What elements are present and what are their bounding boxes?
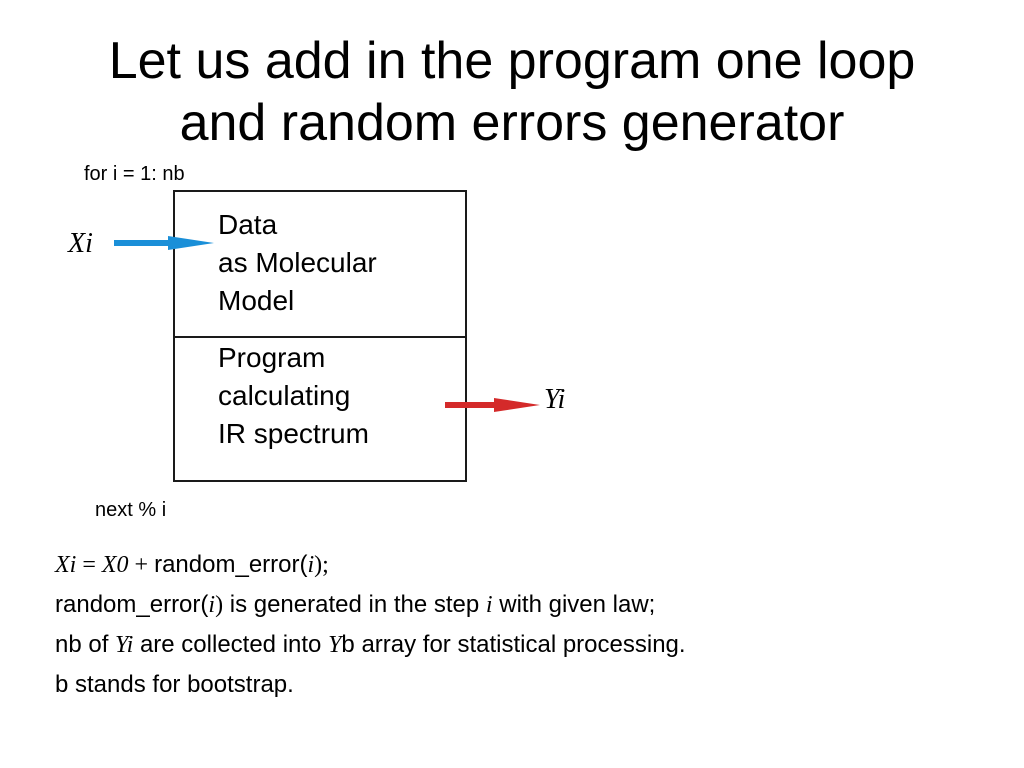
data-block-line-2: as Molecular — [218, 247, 377, 278]
note-1-close: ); — [314, 552, 329, 578]
note-line-1: Xi = X0 + random_error(i); — [55, 545, 686, 585]
loop-header: for i = 1: nb — [84, 163, 185, 185]
input-variable-label: Xi — [68, 228, 93, 259]
note-2-text-2: with given law; — [492, 591, 656, 618]
program-block-line-2: calculating — [218, 380, 351, 411]
loop-footer: next % i — [95, 499, 167, 521]
program-block — [173, 336, 467, 482]
note-1-func: random_error( — [154, 551, 308, 578]
note-2-text-1: is generated in the step — [223, 591, 486, 618]
note-3-y: Y — [328, 632, 342, 658]
note-line-2: random_error(i) is generated in the step… — [55, 585, 686, 625]
slide-title-line-2: and random errors generator — [179, 94, 845, 152]
note-1-plus: + — [128, 552, 155, 578]
note-line-4: b stands for bootstrap. — [55, 671, 294, 698]
note-2-step: i — [485, 592, 493, 618]
note-1-x0: X0 — [101, 552, 129, 578]
note-2-arg: i — [208, 592, 216, 618]
note-2-func: random_error( — [55, 591, 209, 618]
note-3-yi: Yi — [115, 632, 134, 658]
note-3-text-1: nb of — [55, 631, 116, 658]
note-1-arg: i — [307, 552, 315, 578]
notes: Xi = X0 + random_error(i); random_error(… — [55, 545, 686, 705]
data-block-label: Data as Molecular Model — [218, 206, 377, 320]
program-block-line-3: IR spectrum — [218, 418, 369, 449]
note-3-text-3: b array for statistical processing. — [341, 631, 686, 658]
output-arrow-head — [494, 398, 540, 412]
program-block-label: Program calculating IR spectrum — [218, 339, 369, 453]
program-block-line-1: Program — [218, 342, 326, 373]
output-variable-label: Yi — [544, 384, 566, 415]
note-2-close: ) — [215, 592, 224, 618]
slide-title-line-1: Let us add in the program one loop — [108, 32, 916, 90]
note-1-eq: = — [76, 552, 102, 578]
data-block-line-3: Model — [218, 285, 295, 316]
note-line-3: nb of Yi are collected into Yb array for… — [55, 625, 686, 665]
data-block-line-1: Data — [218, 209, 278, 240]
note-1-xi: Xi — [55, 552, 77, 578]
slide-title: Let us add in the program one loop and r… — [0, 30, 1024, 154]
note-3-text-2: are collected into — [133, 631, 329, 658]
